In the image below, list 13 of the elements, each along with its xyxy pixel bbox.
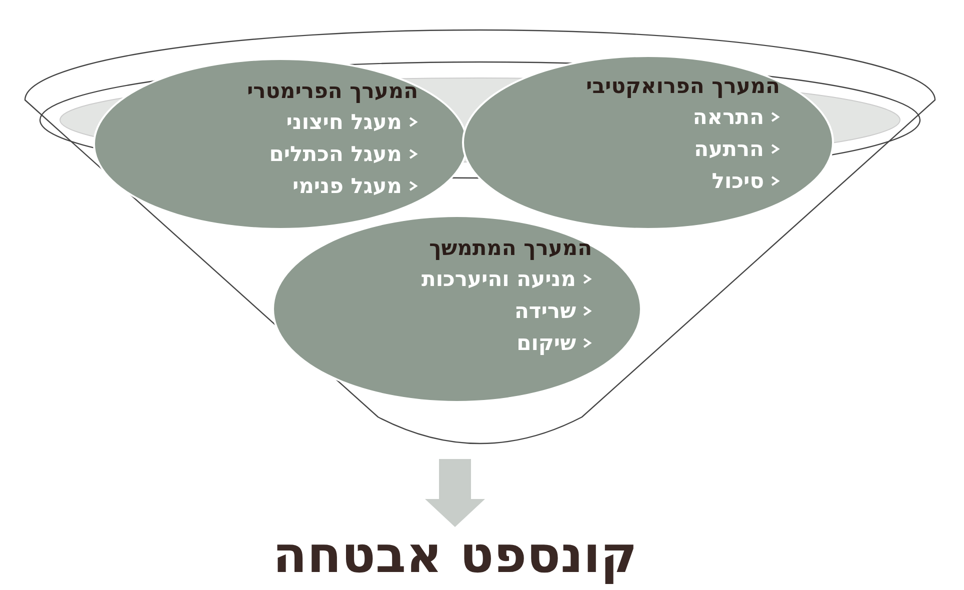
ellipse-heading: המערך הפרואקטיבי [586,73,780,100]
list-item: סיכול [712,168,764,195]
list-item: שיקום [516,330,576,357]
ellipse-heading: המערך הפרימטרי [246,78,418,105]
list-item: הרתעה [694,136,764,163]
block-arrow [425,459,485,527]
list-item: מעגל חיצוני [286,109,402,136]
list-item: מניעה והיערכות [421,266,576,293]
list-item: מעגל הכתלים [269,141,402,168]
list-item: שרידה [514,298,576,325]
ellipse-heading: המערך המתמשך [429,235,592,262]
list-item: מעגל פנימי [292,173,402,200]
list-item: התראה [692,104,764,131]
